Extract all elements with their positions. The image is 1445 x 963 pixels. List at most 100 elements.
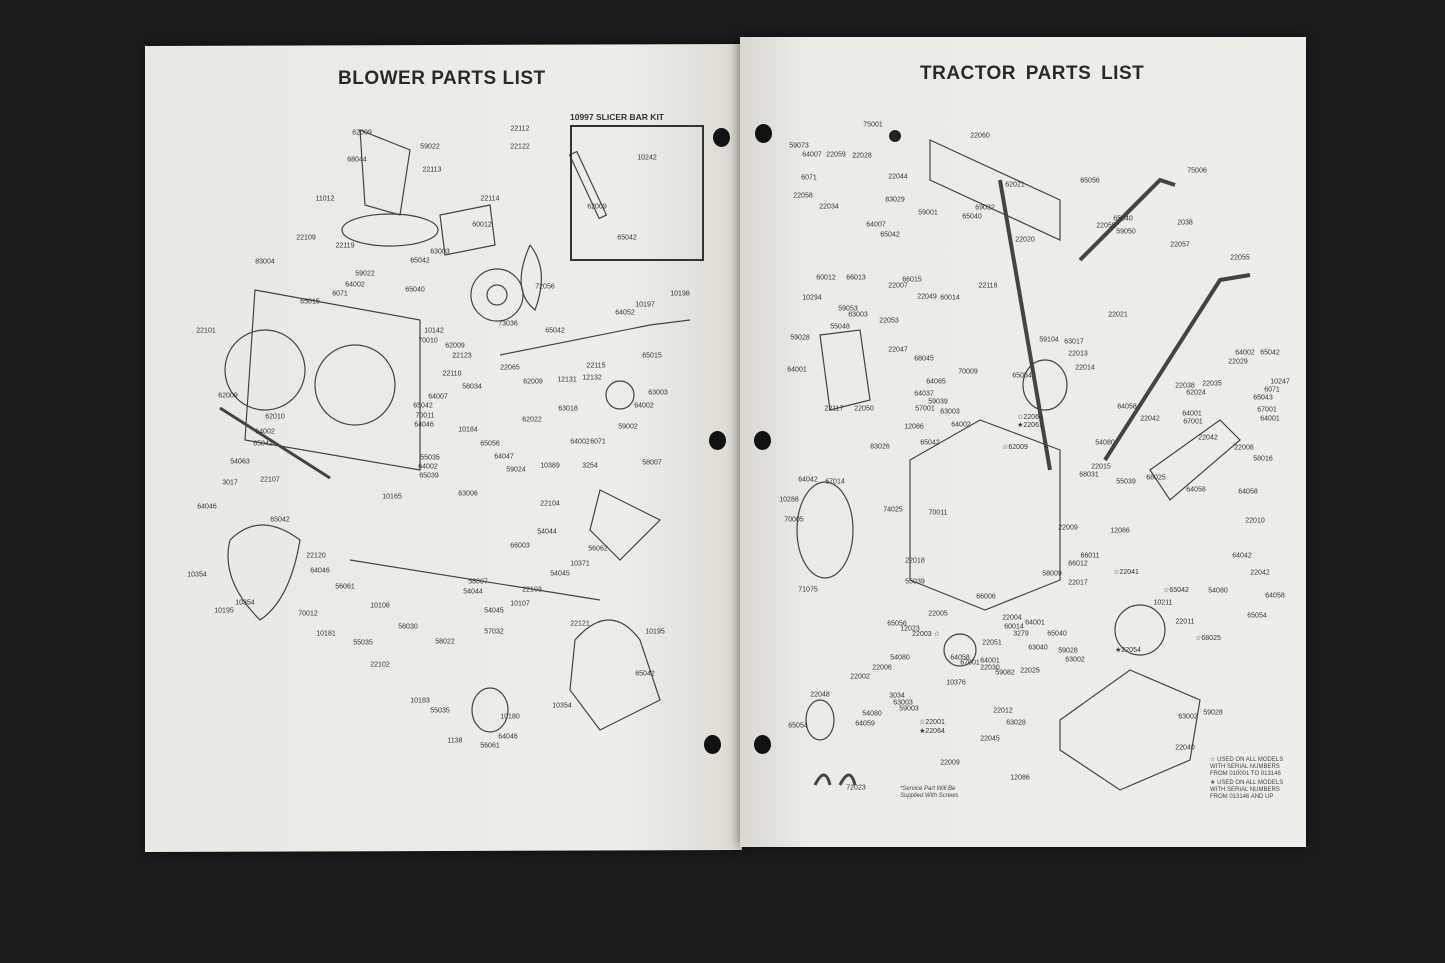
part-label: 22123 [452,352,472,360]
part-label: 22122 [510,143,530,151]
part-label: 54045 [550,570,570,578]
part-label: 22113 [422,166,442,174]
part-label: 12023 [900,625,920,633]
part-label: 22042 [1250,569,1270,577]
part-label: 54044 [537,528,557,536]
legend-line: FROM 013146 AND UP [1210,794,1274,800]
part-label: 58007 [642,459,662,467]
binder-hole [709,431,726,450]
part-label: 22045 [980,735,1000,743]
part-label: 58034 [462,383,482,391]
part-label: 65054 [1012,372,1032,380]
part-label: 63002 [1178,713,1198,721]
part-label: 55035 [430,707,450,715]
part-label: 12086 [1010,774,1030,782]
part-label: 22055 [1230,254,1250,262]
part-label: 22003 ☆ [912,631,940,638]
blower-page-title: BLOWER PARTS LIST [338,68,546,89]
part-label: 64002 [951,421,971,429]
binder-hole [754,431,771,450]
part-label: 59024 [506,466,526,474]
part-label: 22117 [824,405,844,413]
part-label: 22109 [296,234,316,242]
part-label: 59039 [928,398,948,406]
part-label: 75001 [863,121,883,129]
part-label: 3017 [222,479,238,487]
part-label: 65042 [617,234,637,242]
part-label: 64007 [866,221,886,229]
part-label: 60012 [816,274,836,282]
part-label: 66013 [846,274,866,282]
part-label: 60012 [472,221,492,229]
part-label: 65040 [1047,630,1067,638]
part-label: 65042 [635,670,655,678]
part-label: 67001 [960,659,980,667]
part-label: 22119 [335,242,355,250]
part-label: 63003 [848,311,868,319]
part-label: 10211 [1153,599,1173,607]
tractor-page-title: TRACTOR PARTS LIST [920,63,1145,84]
part-label: 64047 [494,453,514,461]
part-label: 10354 [552,702,572,710]
part-label: ★22054 [1115,647,1141,654]
part-label: 10165 [382,493,402,501]
binder-hole [713,128,730,147]
binder-hole [754,735,771,754]
part-label: 65039 [419,472,439,480]
part-label: 22014 [1075,364,1095,372]
part-label: 54080 [1208,587,1228,595]
part-label: 59028 [1203,709,1223,717]
part-label: 65042 [410,257,430,265]
part-label: 63018 [558,405,578,413]
part-label: 22112 [510,125,530,133]
part-label: ★22064 [919,728,945,735]
part-label: 56062 [588,545,608,553]
part-label: 10242 [637,154,657,162]
part-label: 22060 [970,132,990,140]
part-label: 22002 [850,673,870,681]
part-label: 66006 [976,593,996,601]
part-label: 22057 [1170,241,1190,249]
part-label: 10354 [235,599,255,607]
part-label: 22101 [196,327,216,335]
part-label: 10371 [570,560,590,568]
part-label: 68031 [1079,471,1099,479]
part-label: 22110 [442,370,462,378]
part-label: 64007 [802,151,822,159]
part-label: ☆22001 [919,719,945,726]
part-label: ☆62009 [1002,444,1028,451]
part-label: 55035 [420,454,440,462]
part-label: 22034 [819,203,839,211]
part-label: 56061 [335,583,355,591]
part-label: 58009 [1042,570,1062,578]
part-label: 63006 [458,490,478,498]
part-label: 58007 [468,578,488,586]
part-label: 62009 [218,392,238,400]
part-label: 59022 [355,270,375,278]
part-label: 65054 [788,722,808,730]
part-label: 64002 [1235,349,1255,357]
part-label: 75006 [1187,167,1207,175]
part-label: 65015 [300,298,320,306]
part-label: 55035 [353,639,373,647]
part-label: 65042 [413,402,433,410]
part-label: 60014 [1004,623,1024,631]
part-label: 74025 [883,506,903,514]
slicer-bar-kit-title: 10997 SLICER BAR KIT [570,112,664,122]
part-label: 62009 [352,129,372,137]
part-label: 64046 [498,733,518,741]
part-label: 55039 [1116,478,1136,486]
part-label: 65040 [1113,215,1133,223]
part-label: 70010 [418,337,438,345]
part-label: 22042 [1140,415,1160,423]
part-label: 54080 [890,654,910,662]
part-label: 22009 [1058,524,1078,532]
part-label: 22025 [1020,667,1040,675]
part-label: 65056 [480,440,500,448]
part-label: 22103 [522,586,542,594]
part-label: 64059 [855,720,875,728]
part-label: 22121 [570,620,590,628]
part-label: 59002 [618,423,638,431]
part-label: 64001 [787,366,807,374]
part-label: 66015 [902,276,922,284]
